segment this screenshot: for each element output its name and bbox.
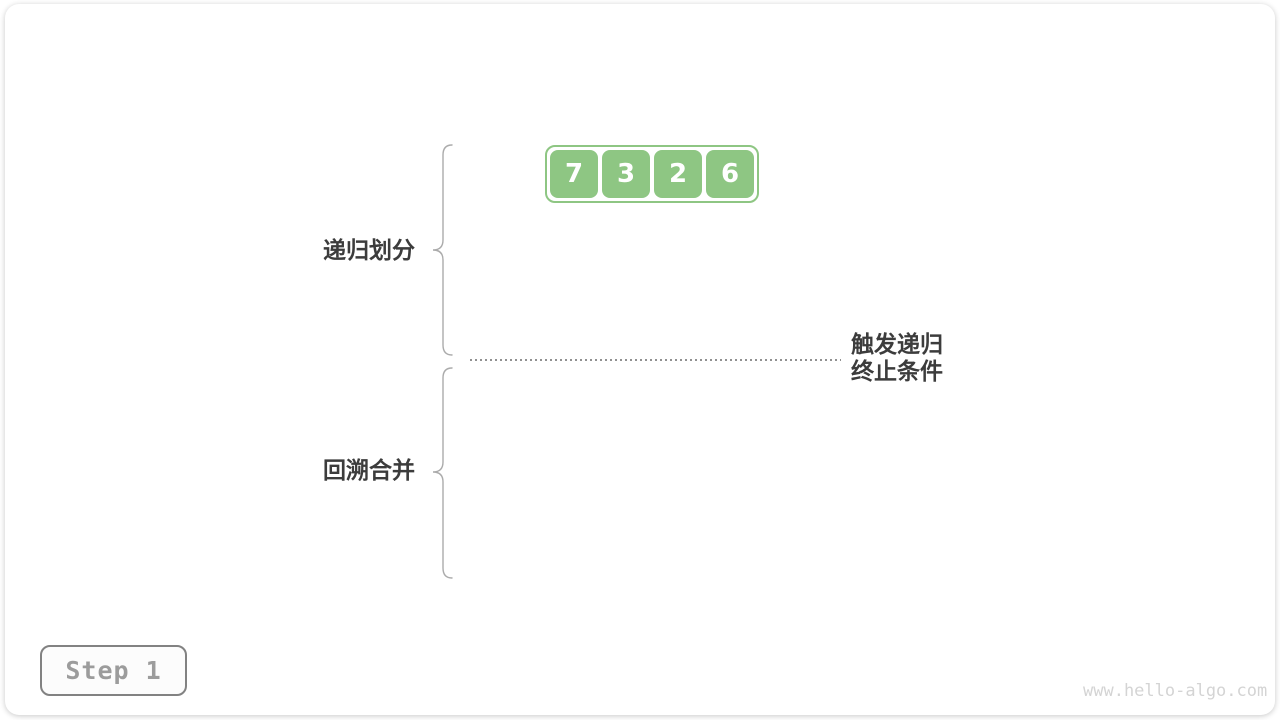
brace-top-icon [431,144,453,356]
array-container: 7 3 2 6 [545,145,759,203]
array-cell: 2 [654,150,702,198]
label-termination-line1: 触发递归 [851,332,943,358]
array-cell: 6 [706,150,754,198]
label-termination-condition: 触发递归 终止条件 [851,332,943,386]
label-recursive-partition: 递归划分 [323,238,415,264]
watermark: www.hello-algo.com [1083,681,1268,701]
label-backtrack-merge: 回溯合并 [323,458,415,484]
step-badge: Step 1 [40,645,187,696]
brace-bottom-icon [431,367,453,579]
array-cell: 3 [602,150,650,198]
array-cell: 7 [550,150,598,198]
recursion-divider-line [470,359,841,361]
label-termination-line2: 终止条件 [851,359,943,385]
diagram-card: 7 3 2 6 递归划分 回溯合并 触发递归 终止条件 Step 1 www.h… [5,4,1275,715]
